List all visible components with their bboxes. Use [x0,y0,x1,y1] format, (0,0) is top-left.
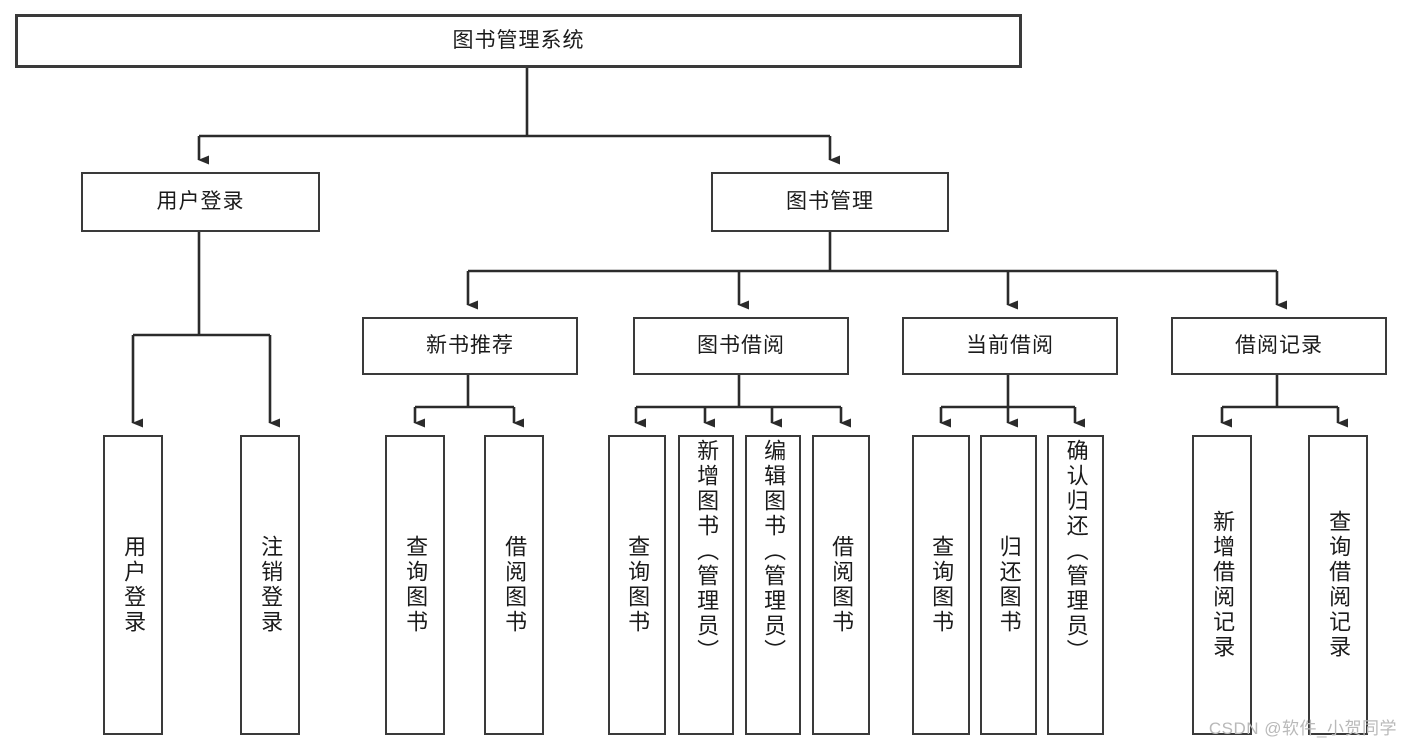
leaf-borrow-record-add[interactable]: 新增借阅记录 [1192,435,1252,735]
leaf-label: 查询图书 [403,535,429,635]
csdn-watermark: CSDN @软件_小贺同学 [1208,719,1397,738]
node-label: 新书推荐 [426,334,514,358]
leaf-current-borrow-confirm[interactable]: 确认归还（管理员） [1047,435,1104,735]
leaf-book-borrow-borrow[interactable]: 借阅图书 [812,435,870,735]
leaf-label: 新增借阅记录 [1210,510,1236,660]
node-current-borrow[interactable]: 当前借阅 [902,317,1118,375]
node-label: 图书借阅 [697,334,785,358]
leaf-label: 确认归还（管理员） [1063,439,1089,664]
leaf-current-borrow-query[interactable]: 查询图书 [912,435,970,735]
node-label: 用户登录 [156,190,245,214]
leaf-label: 查询图书 [625,535,651,635]
node-borrow-record[interactable]: 借阅记录 [1171,317,1387,375]
leaf-book-borrow-edit[interactable]: 编辑图书（管理员） [745,435,801,735]
node-label: 图书管理系统 [452,29,585,53]
node-book-borrow[interactable]: 图书借阅 [633,317,849,375]
leaf-label: 查询借阅记录 [1326,510,1352,660]
leaf-label: 注销登录 [258,535,284,635]
leaf-label: 新增图书（管理员） [694,439,720,664]
leaf-current-borrow-return[interactable]: 归还图书 [980,435,1037,735]
node-user-login[interactable]: 用户登录 [81,172,320,232]
node-label: 借阅记录 [1235,334,1323,358]
leaf-user-login-logout[interactable]: 注销登录 [240,435,300,735]
node-book-management[interactable]: 图书管理 [711,172,949,232]
node-label: 当前借阅 [966,334,1054,358]
leaf-new-book-borrow[interactable]: 借阅图书 [484,435,544,735]
leaf-label: 归还图书 [996,535,1022,635]
node-new-book-recommend[interactable]: 新书推荐 [362,317,578,375]
leaf-book-borrow-query[interactable]: 查询图书 [608,435,666,735]
leaf-label: 借阅图书 [502,535,528,635]
node-label: 图书管理 [786,190,874,214]
leaf-book-borrow-add[interactable]: 新增图书（管理员） [678,435,734,735]
leaf-user-login-login[interactable]: 用户登录 [103,435,163,735]
leaf-label: 借阅图书 [829,535,855,635]
leaf-new-book-query[interactable]: 查询图书 [385,435,445,735]
node-root-system[interactable]: 图书管理系统 [15,14,1022,68]
leaf-label: 编辑图书（管理员） [761,439,787,664]
leaf-label: 查询图书 [929,535,955,635]
leaf-label: 用户登录 [121,535,147,635]
leaf-borrow-record-query[interactable]: 查询借阅记录 [1308,435,1368,735]
